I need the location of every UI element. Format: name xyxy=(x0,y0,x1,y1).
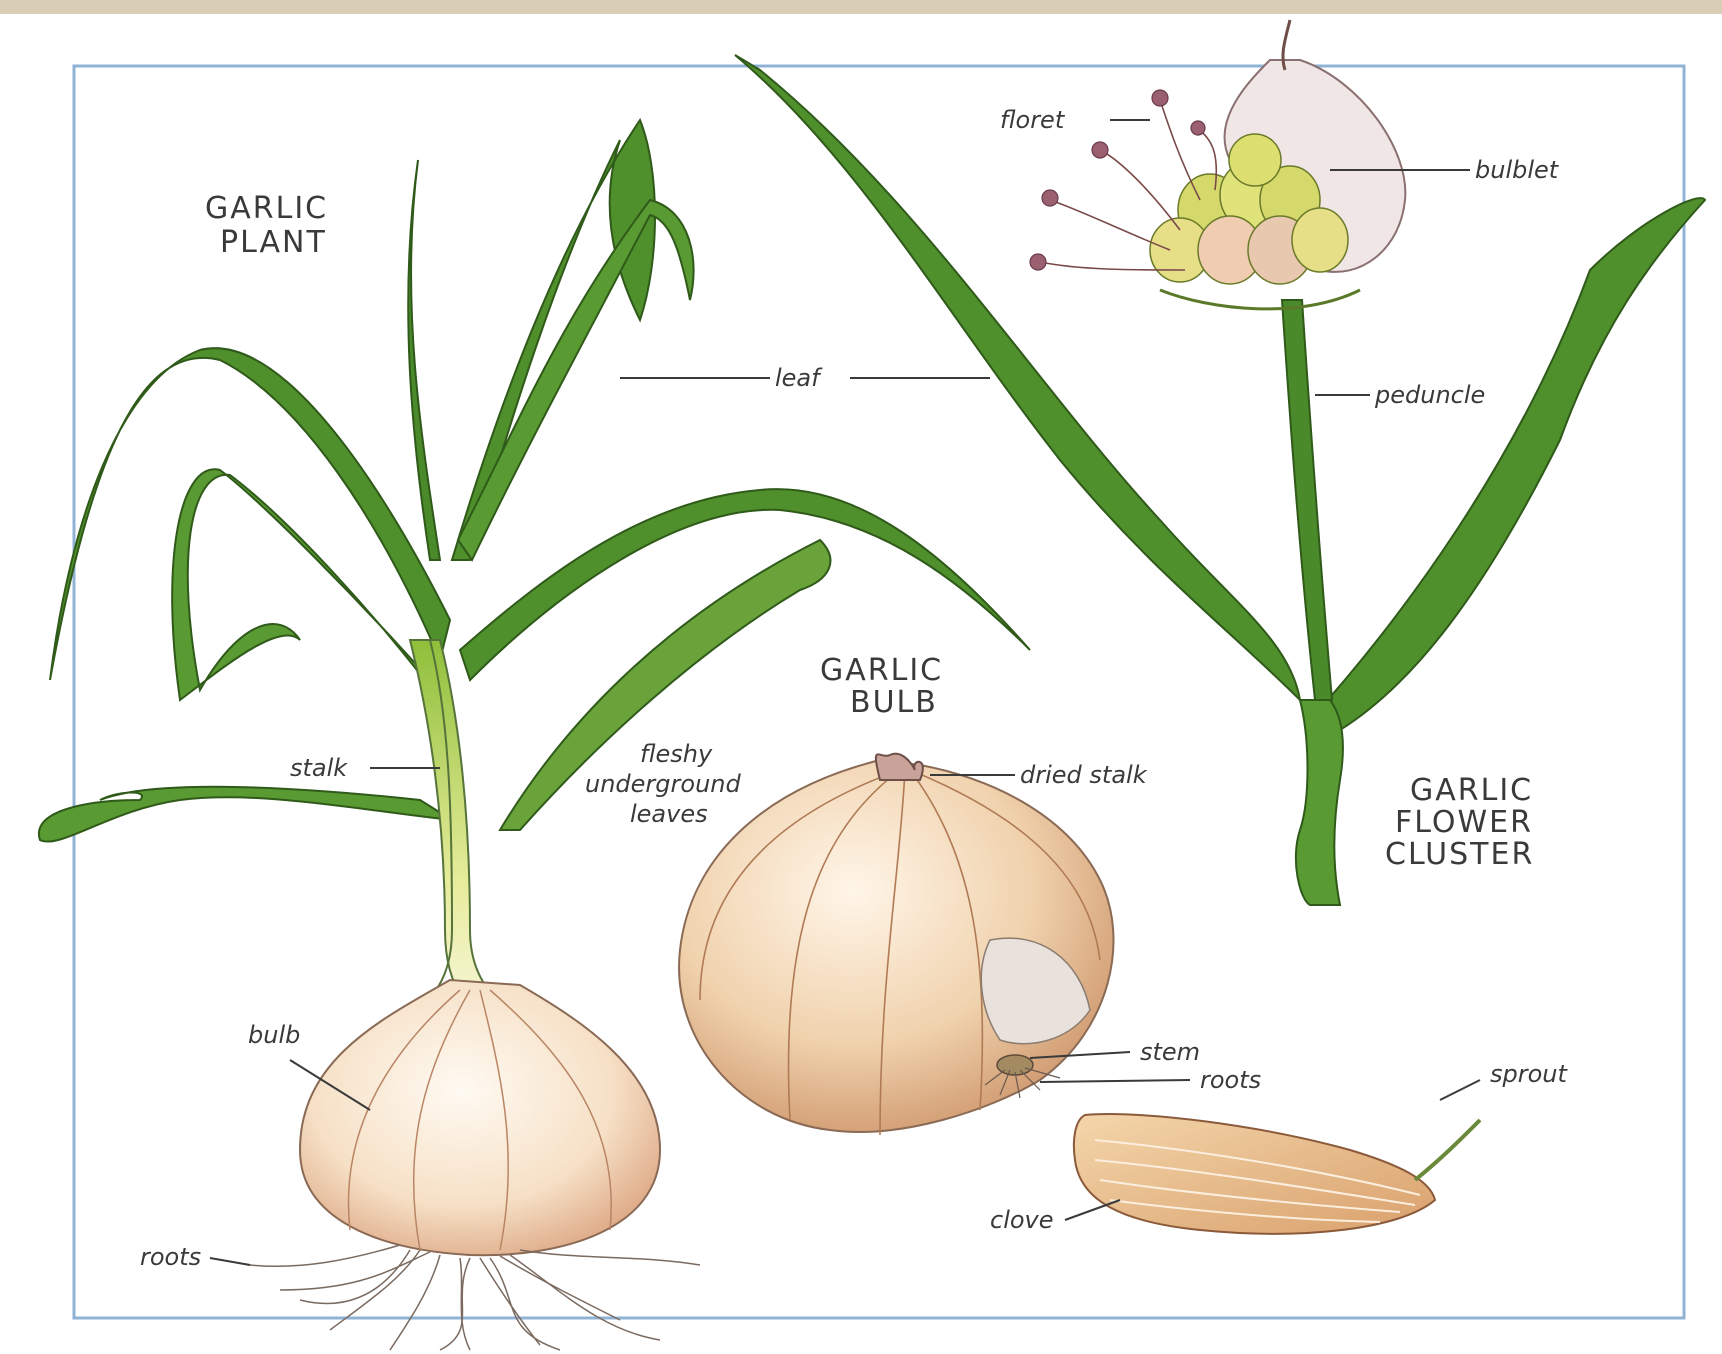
clove-sprout xyxy=(1415,1120,1480,1180)
title-flower-cluster-line1: GARLIC xyxy=(1410,773,1533,808)
leader-roots-bulb xyxy=(1040,1080,1190,1082)
label-fleshy-line2: underground xyxy=(585,770,741,798)
label-stem: stem xyxy=(1140,1038,1200,1066)
label-roots-bulb: roots xyxy=(1200,1066,1261,1094)
leader-sprout xyxy=(1440,1080,1480,1100)
plant-stalk xyxy=(410,640,560,1040)
label-clove: clove xyxy=(990,1206,1054,1234)
label-dried-stalk: dried stalk xyxy=(1020,761,1148,789)
label-leaf: leaf xyxy=(775,364,823,392)
label-roots-plant: roots xyxy=(140,1243,201,1271)
peduncle xyxy=(1282,300,1332,700)
plant-roots xyxy=(250,1245,700,1350)
garlic-bulb xyxy=(679,754,1113,1135)
top-band xyxy=(0,0,1722,14)
title-flower-cluster-line3: CLUSTER xyxy=(1385,837,1534,872)
title-garlic-plant-line2: PLANT xyxy=(220,225,327,260)
dried-stalk xyxy=(876,754,923,780)
label-fleshy-line3: leaves xyxy=(630,800,708,828)
garlic-plant xyxy=(39,120,1030,1350)
title-garlic-plant-line1: GARLIC xyxy=(205,191,328,226)
leader-roots-plant xyxy=(210,1258,250,1265)
label-fleshy-line1: fleshy xyxy=(640,740,713,768)
flower-leaf-left xyxy=(735,55,1300,700)
title-garlic-bulb-line1: GARLIC xyxy=(820,653,943,688)
label-floret: floret xyxy=(1000,106,1066,134)
label-peduncle: peduncle xyxy=(1374,381,1485,409)
label-stalk: stalk xyxy=(290,754,348,782)
plant-leaves xyxy=(39,120,1030,842)
garlic-clove xyxy=(1074,1114,1480,1234)
bulb-body xyxy=(679,760,1113,1132)
label-sprout: sprout xyxy=(1490,1060,1569,1088)
title-flower-cluster-line2: FLOWER xyxy=(1395,805,1533,840)
title-garlic-bulb-line2: BULB xyxy=(850,685,938,720)
plant-bulb xyxy=(300,980,660,1255)
flower-leaf-right xyxy=(1310,198,1705,730)
label-bulb: bulb xyxy=(248,1021,300,1049)
leader-clove xyxy=(1065,1200,1120,1220)
label-bulblet: bulblet xyxy=(1475,156,1560,184)
